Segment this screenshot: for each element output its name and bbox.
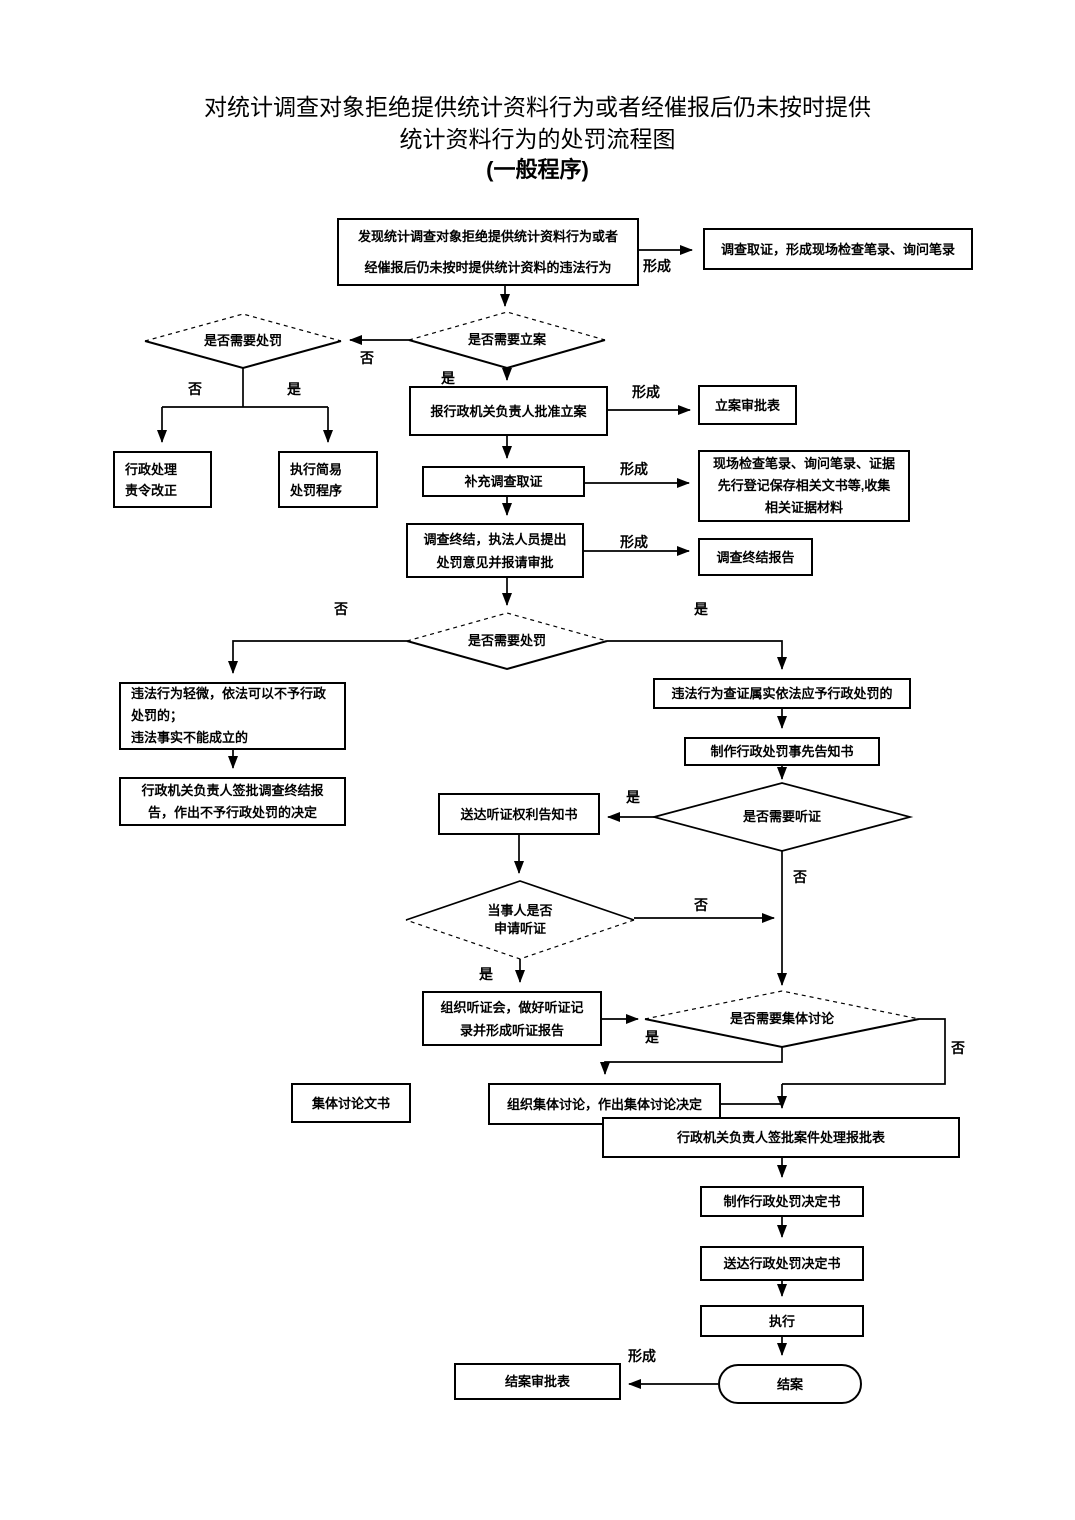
decision-need-punish-2: 是否需要处罚 <box>467 633 546 648</box>
label-formed-3: 形成 <box>620 461 648 477</box>
node-investigate: 调查取证，形成现场检查笔录、询问笔录 <box>703 228 973 270</box>
label-yes-hearing: 是 <box>626 789 640 805</box>
label-yes-punish1: 是 <box>287 381 301 397</box>
node-start: 发现统计调查对象拒绝提供统计资料行为或者 经催报后仍未按时提供统计资料的违法行为 <box>337 218 639 286</box>
page-title-line2: 统计资料行为的处罚流程图 <box>399 126 676 152</box>
node-close-case: 结案 <box>718 1364 862 1404</box>
node-make-decision: 制作行政处罚决定书 <box>700 1186 864 1217</box>
node-conclude: 调查终结，执法人员提出 处罚意见并报请审批 <box>406 523 584 578</box>
node-confirmed-violation: 违法行为查证属实依法应予行政处罚的 <box>653 678 911 709</box>
node-close-form: 结案审批表 <box>454 1363 621 1400</box>
node-hearing-notice: 送达听证权利告知书 <box>438 793 600 835</box>
label-no-hearing: 否 <box>793 869 807 885</box>
label-yes-collective: 是 <box>645 1029 659 1045</box>
page-title-line3: (一般程序) <box>486 157 589 182</box>
label-yes-punish2: 是 <box>694 601 708 617</box>
node-minor-violation: 违法行为轻微，依法可以不予行政 处罚的； 违法事实不能成立的 <box>119 682 346 750</box>
page-title-line1: 对统计调查对象拒绝提供统计资料行为或者经催报后仍未按时提供 <box>204 94 871 120</box>
decision-need-case: 是否需要立案 <box>467 332 546 347</box>
label-yes-apply: 是 <box>479 966 493 982</box>
node-case-form: 立案审批表 <box>698 385 797 425</box>
node-evidence: 现场检查笔录、询问笔录、证据 先行登记保存相关文书等,收集 相关证据材料 <box>698 450 910 522</box>
label-formed-4: 形成 <box>620 534 648 550</box>
connectors <box>157 245 946 1389</box>
node-prior-notice: 制作行政处罚事先告知书 <box>684 737 880 766</box>
label-yes-case: 是 <box>441 370 455 386</box>
decision-party-apply: 当事人是否 申请听证 <box>487 903 553 936</box>
decision-need-collective: 是否需要集体讨论 <box>729 1011 834 1026</box>
label-no-case: 否 <box>360 350 374 366</box>
node-no-punish-decision: 行政机关负责人签批调查终结报 告，作出不予行政处罚的决定 <box>119 777 346 826</box>
label-formed-2: 形成 <box>632 384 660 400</box>
node-execute: 执行 <box>700 1305 864 1337</box>
decision-need-punish-1: 是否需要处罚 <box>203 333 282 348</box>
decision-diamonds <box>144 311 920 1049</box>
node-collective-doc: 集体讨论文书 <box>291 1083 411 1123</box>
node-deliver-decision: 送达行政处罚决定书 <box>700 1246 864 1281</box>
node-report-approve: 报行政机关负责人批准立案 <box>409 386 608 436</box>
node-simple-procedure: 执行简易 处罚程序 <box>278 451 378 508</box>
label-formed-1: 形成 <box>643 258 671 274</box>
node-hold-hearing: 组织听证会，做好听证记 录并形成听证报告 <box>422 991 602 1046</box>
label-no-punish1: 否 <box>188 381 202 397</box>
label-no-collective: 否 <box>951 1040 965 1056</box>
node-conclude-report: 调查终结报告 <box>698 538 813 576</box>
label-no-apply: 否 <box>694 897 708 913</box>
node-admin-handle: 行政处理 责令改正 <box>113 451 212 508</box>
label-no-punish2: 否 <box>334 601 348 617</box>
node-sign-approve: 行政机关负责人签批案件处理报批表 <box>602 1117 960 1158</box>
node-supplement: 补充调查取证 <box>422 466 585 497</box>
decision-need-hearing: 是否需要听证 <box>742 809 821 824</box>
label-formed-5: 形成 <box>628 1348 656 1364</box>
